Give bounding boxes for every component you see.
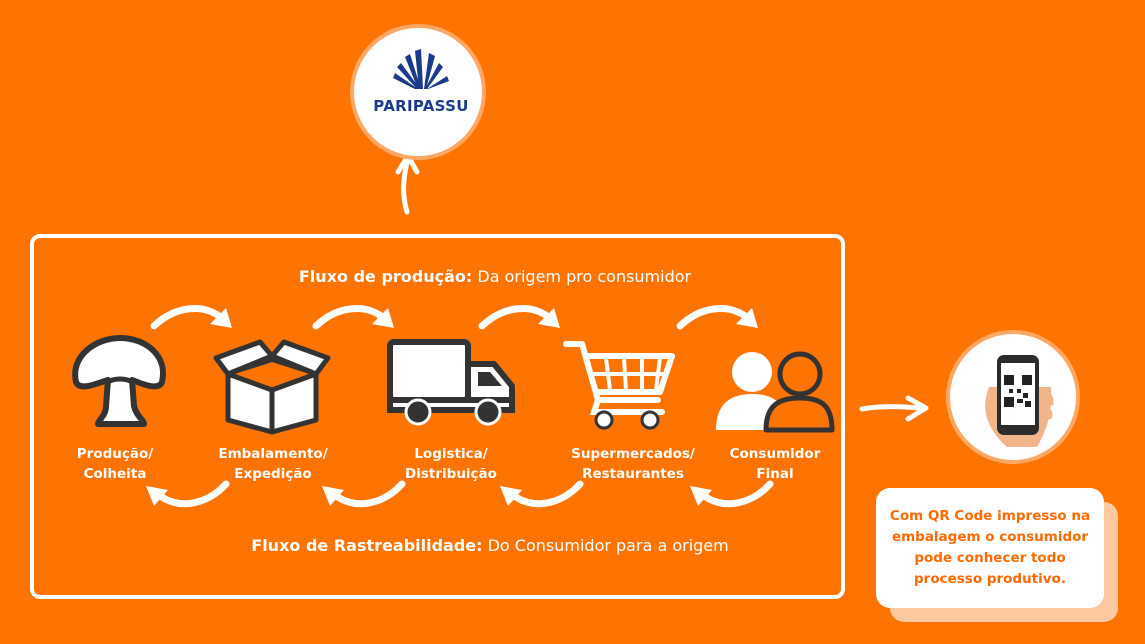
qr-note-line: processo produtivo. bbox=[914, 571, 1066, 587]
traceability-flow-title-bold: Fluxo de Rastreabilidade: bbox=[251, 536, 483, 555]
stage-label-line: Consumidor bbox=[729, 446, 821, 462]
stage-label-production: Produção/ Colheita bbox=[40, 444, 190, 484]
phone-qr-icon bbox=[985, 355, 1054, 447]
production-flow-title-rest: Da origem pro consumidor bbox=[472, 267, 692, 286]
flow-diagram-frame bbox=[30, 234, 845, 599]
stage-label-line: Distribuição bbox=[405, 466, 497, 482]
stage-label-line: Expedição bbox=[234, 466, 312, 482]
production-flow-title-bold: Fluxo de produção: bbox=[298, 267, 473, 286]
stage-label-line: Final bbox=[756, 466, 794, 482]
shopping-cart-icon bbox=[563, 341, 675, 430]
qr-phone-illustration bbox=[950, 334, 1076, 460]
traceability-flow-title-rest: Do Consumidor para a origem bbox=[482, 536, 729, 555]
production-flow-title: Fluxo de produção: Da origem pro consumi… bbox=[230, 267, 760, 286]
logo-text: PARIPASSU bbox=[373, 97, 469, 115]
traceability-flow-title: Fluxo de Rastreabilidade: Do Consumidor … bbox=[190, 536, 790, 555]
stage-label-line: Colheita bbox=[83, 466, 147, 482]
box-icon bbox=[213, 339, 331, 435]
arrow-up-to-logo-icon bbox=[395, 153, 420, 215]
production-arrow-1-icon bbox=[150, 305, 232, 330]
qr-note-line: embalagem o consumidor bbox=[891, 529, 1089, 545]
stage-label-consumer: Consumidor Final bbox=[700, 444, 850, 484]
production-arrow-2-icon bbox=[312, 305, 394, 330]
paripassu-logo: PARIPASSU bbox=[354, 28, 482, 156]
traceability-arrow-1-icon bbox=[146, 480, 230, 508]
production-arrow-3-icon bbox=[478, 305, 560, 330]
stage-label-logistics: Logistica/ Distribuição bbox=[376, 444, 526, 484]
stage-label-line: Embalamento/ bbox=[218, 446, 328, 462]
users-icon bbox=[716, 351, 835, 433]
arrow-right-to-phone-icon bbox=[859, 395, 929, 422]
qr-note-box: Com QR Code impresso na embalagem o cons… bbox=[876, 488, 1104, 608]
stage-label-line: Supermercados/ bbox=[571, 446, 695, 462]
mushroom-icon bbox=[72, 335, 166, 427]
stage-label-line: Restaurantes bbox=[582, 466, 684, 482]
stage-label-line: Produção/ bbox=[76, 446, 154, 462]
traceability-arrow-4-icon bbox=[690, 480, 774, 508]
qr-note-line: pode conhecer todo bbox=[914, 550, 1066, 566]
traceability-arrow-3-icon bbox=[500, 480, 584, 508]
production-arrow-4-icon bbox=[676, 305, 758, 330]
traceability-arrow-2-icon bbox=[322, 480, 406, 508]
paripassu-fan-icon bbox=[393, 49, 449, 89]
qr-note-line: Com QR Code impresso na bbox=[889, 508, 1091, 524]
stage-label-line: Logistica/ bbox=[414, 446, 488, 462]
stage-label-packaging: Embalamento/ Expedição bbox=[198, 444, 348, 484]
stage-label-retail: Supermercados/ Restaurantes bbox=[558, 444, 708, 484]
qr-note-text: Com QR Code impresso na embalagem o cons… bbox=[886, 506, 1094, 590]
truck-icon bbox=[387, 339, 515, 426]
